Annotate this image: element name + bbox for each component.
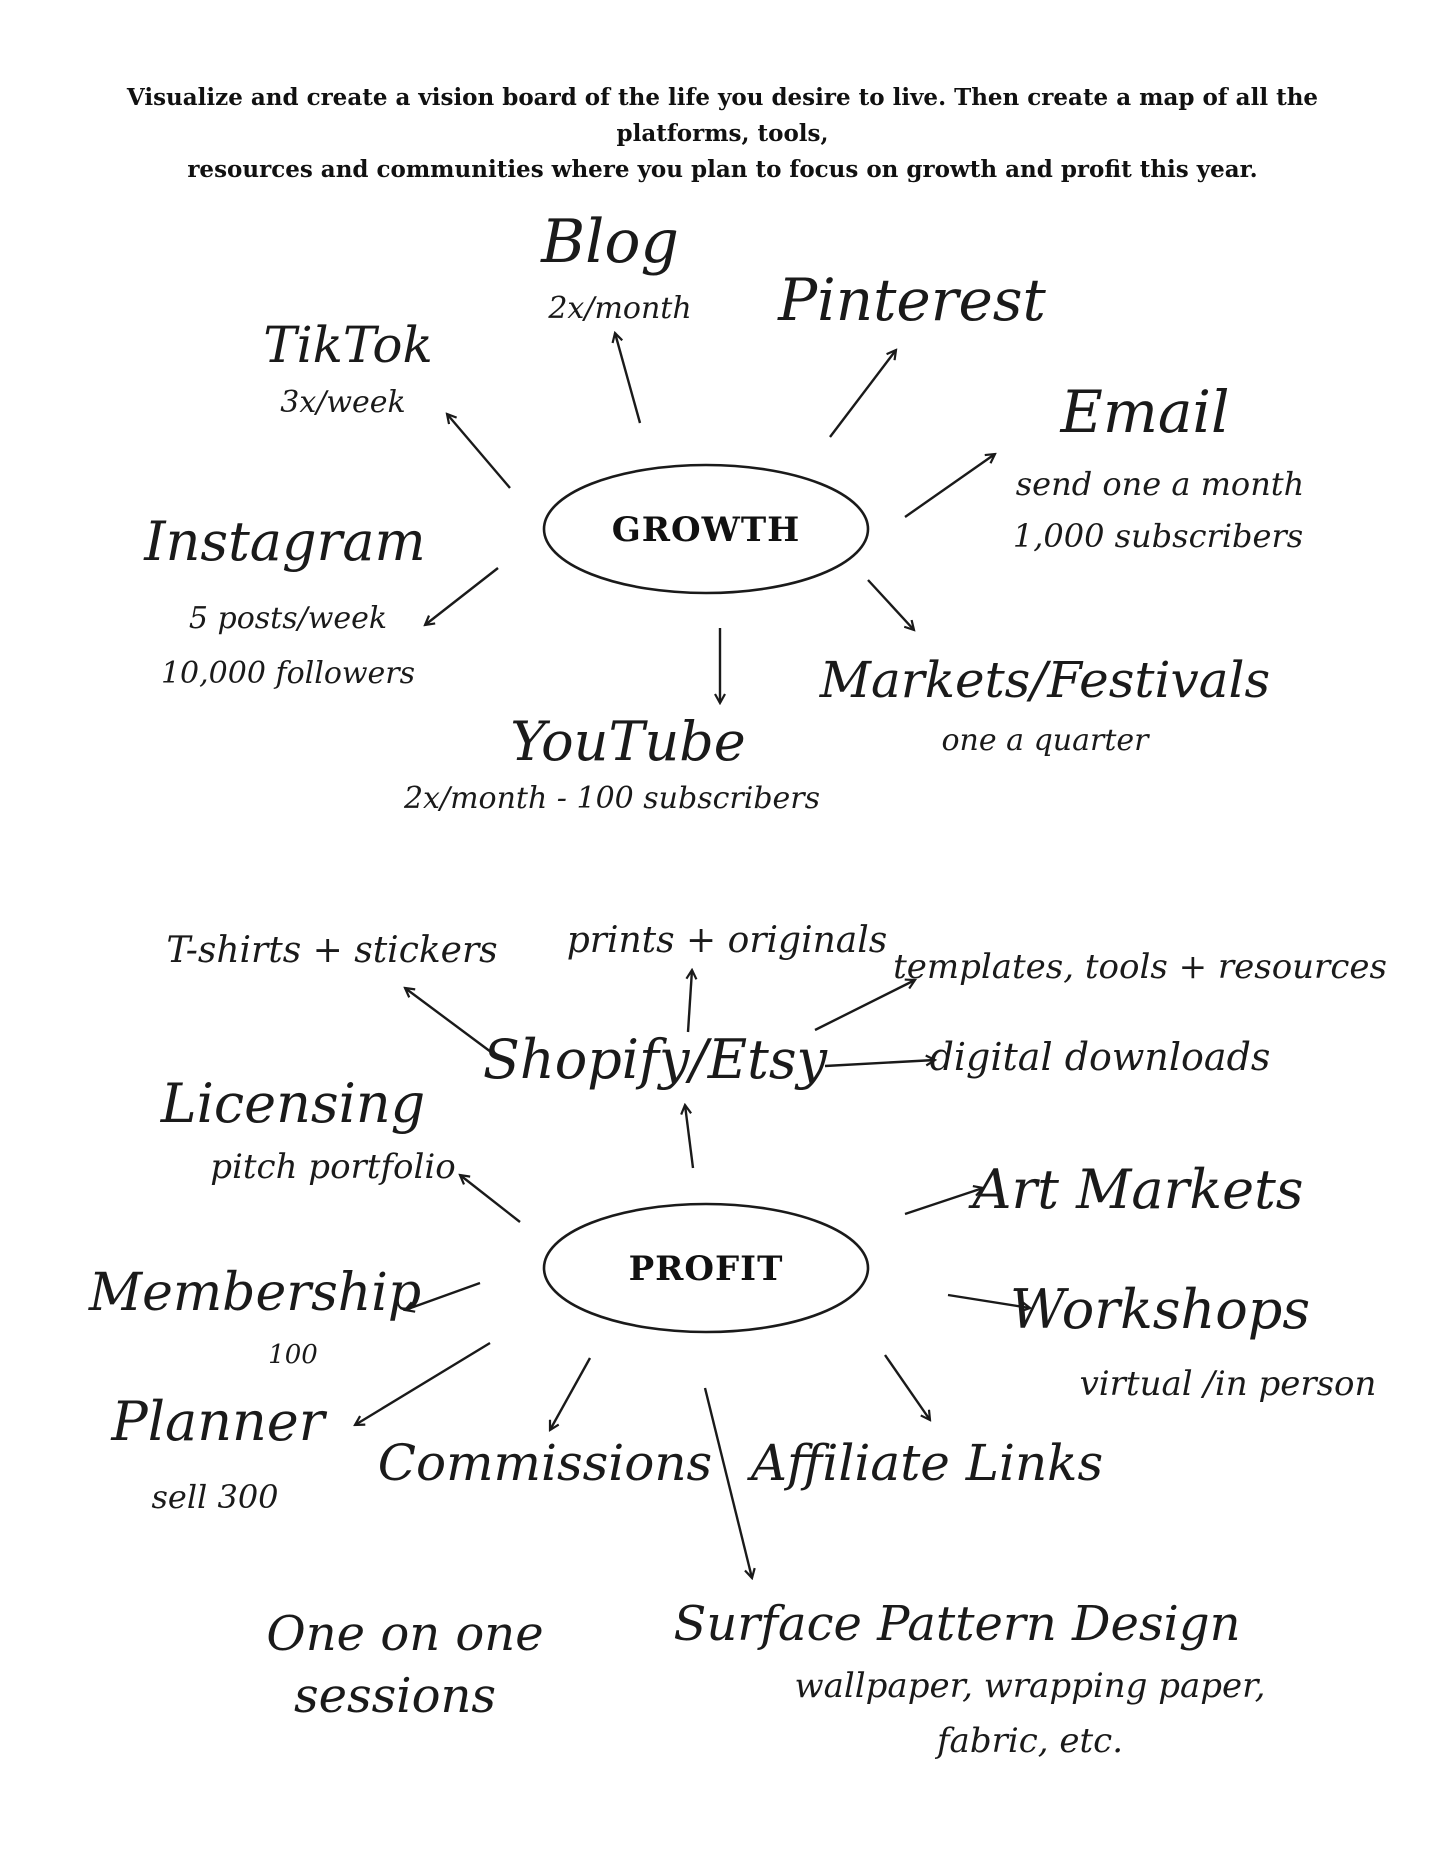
youtube-node: YouTube 2x/month - 100 subscribers	[403, 710, 820, 816]
workshops-node: Workshops virtual /in person	[1010, 1278, 1377, 1404]
email-note-2: 1,000 subscribers	[1013, 517, 1303, 555]
licensing-title: Licensing	[160, 1072, 425, 1135]
arrow-to-pinterest	[829, 350, 896, 438]
markets-title: Markets/Festivals	[819, 651, 1270, 709]
markets-note: one a quarter	[942, 723, 1151, 758]
tiktok-note: 3x/week	[280, 385, 405, 420]
arrow-to-blog	[615, 333, 642, 424]
arrow-to-shop	[685, 1105, 695, 1169]
membership-title: Membership	[88, 1263, 421, 1323]
tshirts-title: T-shirts + stickers	[166, 930, 497, 971]
shop-node: Shopify/Etsy	[483, 1028, 829, 1091]
art-markets-title: Art Markets	[967, 1158, 1303, 1221]
arrow-to-instagram	[425, 567, 499, 625]
instagram-note-2: 10,000 followers	[161, 656, 415, 691]
surface-note-2: fabric, etc.	[934, 1721, 1123, 1761]
arrow-to-licensing	[460, 1175, 521, 1223]
growth-ellipse	[542, 463, 870, 595]
blog-title: Blog	[540, 207, 679, 277]
digital-title: digital downloads	[930, 1035, 1271, 1079]
pinterest-node: Pinterest	[777, 266, 1046, 334]
arrow-to-markets	[867, 579, 914, 630]
commissions-title: Commissions	[378, 1434, 712, 1492]
templates-title: templates, tools + resources	[893, 947, 1387, 987]
surface-title: Surface Pattern Design	[673, 1596, 1240, 1652]
instagram-title: Instagram	[143, 510, 426, 573]
tiktok-title: TikTok	[263, 316, 433, 374]
planner-note: sell 300	[151, 1478, 278, 1516]
commissions-node: Commissions	[378, 1434, 712, 1492]
membership-node: Membership 100	[88, 1263, 421, 1370]
arrow-to-templates	[814, 980, 915, 1032]
arrow-to-tshirts	[405, 988, 496, 1056]
surface-note-1: wallpaper, wrapping paper,	[795, 1666, 1266, 1706]
templates-node: templates, tools + resources	[893, 947, 1387, 987]
arrow-to-art-markets	[904, 1188, 983, 1216]
youtube-note: 2x/month - 100 subscribers	[403, 781, 820, 816]
blog-node: Blog 2x/month	[540, 207, 692, 326]
pinterest-title: Pinterest	[777, 266, 1046, 334]
arrow-to-tiktok	[447, 414, 511, 489]
arrow-to-membership	[405, 1281, 481, 1310]
instagram-node: Instagram 5 posts/week 10,000 followers	[143, 510, 426, 691]
surface-pattern-node: Surface Pattern Design wallpaper, wrappi…	[673, 1596, 1265, 1761]
youtube-title: YouTube	[510, 710, 746, 773]
prints-node: prints + originals	[567, 920, 888, 961]
arrow-to-prints	[688, 970, 692, 1033]
planner-title: Planner	[110, 1390, 327, 1453]
arrow-to-commissions	[550, 1357, 592, 1430]
arrow-to-surface	[703, 1387, 752, 1578]
arrow-to-digital	[824, 1060, 935, 1068]
email-node: Email send one a month 1,000 subscribers	[1013, 378, 1304, 555]
art-markets-node: Art Markets	[967, 1158, 1303, 1221]
prints-title: prints + originals	[567, 920, 888, 961]
instagram-note-1: 5 posts/week	[189, 601, 387, 636]
intro-line-2: resources and communities where you plan…	[187, 156, 1258, 183]
licensing-note: pitch portfolio	[210, 1147, 455, 1187]
tiktok-node: TikTok 3x/week	[263, 316, 433, 420]
one-on-one-node: One on one sessions	[266, 1606, 543, 1724]
email-title: Email	[1059, 378, 1229, 446]
profit-label: PROFIT	[629, 1249, 784, 1289]
arrow-to-workshops	[947, 1293, 1030, 1308]
shop-title: Shopify/Etsy	[483, 1028, 829, 1091]
intro-text: Visualize and create a vision board of t…	[60, 80, 1385, 188]
growth-label: GROWTH	[612, 510, 801, 550]
intro-line-1: Visualize and create a vision board of t…	[126, 84, 1319, 147]
markets-festivals-node: Markets/Festivals one a quarter	[819, 651, 1270, 758]
profit-ellipse	[542, 1202, 870, 1334]
arrow-to-affiliate	[884, 1354, 930, 1420]
workshops-note: virtual /in person	[1080, 1364, 1377, 1404]
arrow-to-planner	[355, 1341, 491, 1425]
tshirts-node: T-shirts + stickers	[166, 930, 497, 971]
affiliate-links-node: Affiliate Links	[747, 1434, 1103, 1492]
email-note-1: send one a month	[1016, 465, 1305, 503]
planner-node: Planner sell 300	[110, 1390, 327, 1516]
affiliate-title: Affiliate Links	[747, 1434, 1103, 1492]
blog-note: 2x/month	[547, 291, 691, 326]
digital-node: digital downloads	[930, 1035, 1271, 1079]
licensing-node: Licensing pitch portfolio	[160, 1072, 456, 1187]
arrow-to-email	[904, 454, 995, 518]
membership-note: 100	[268, 1340, 318, 1370]
workshops-title: Workshops	[1010, 1278, 1310, 1341]
one-on-one-title-1: One on one	[266, 1606, 543, 1662]
one-on-one-title-2: sessions	[294, 1668, 496, 1724]
